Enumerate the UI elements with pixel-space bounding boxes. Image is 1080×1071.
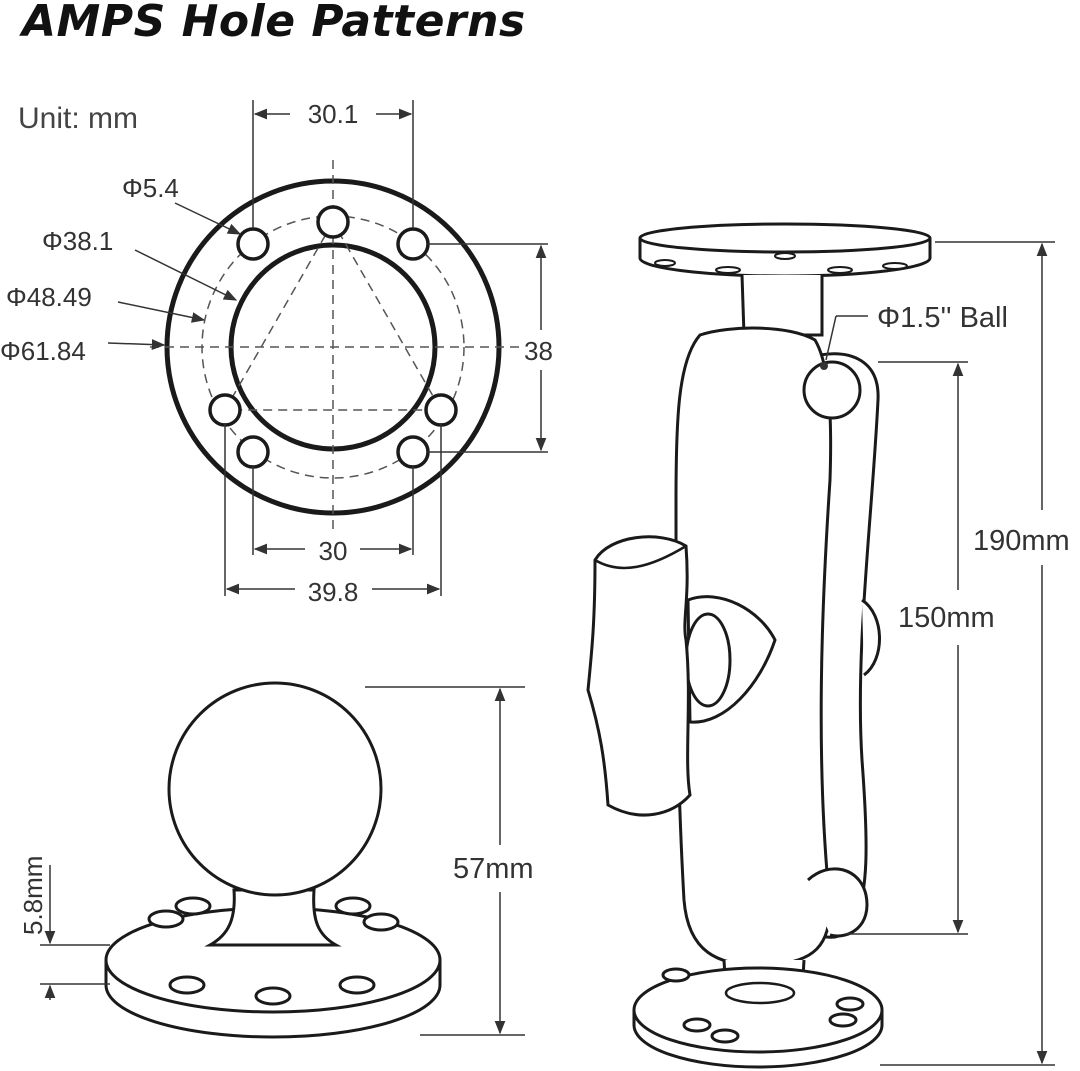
hole [236,227,270,261]
dim-base-height: 57mm [453,853,534,885]
plate-hole [174,896,212,916]
top-plate [638,222,932,254]
plate-hole [362,912,400,932]
knob-handle [586,535,692,817]
hole [396,435,430,469]
plate-hole [828,1012,858,1028]
dim-plate-thickness: 5.8mm [18,856,48,935]
dim-bottom-outer: 39.8 [308,577,359,607]
hole-pattern-drawing: 30.1 38 30 39.8 Φ5.4 Φ38.1 Φ48.49 Φ61.84 [0,99,553,607]
plate-hole [334,896,372,916]
ball [167,681,383,897]
plate-hole [682,1017,712,1033]
dim-arm-length: 150mm [898,602,995,634]
arm-bulge [861,598,881,677]
ball-base-drawing: 57mm 5.8mm [18,681,534,1039]
hole [236,435,270,469]
plate-hole [661,967,691,983]
dim-right-spacing: 38 [524,336,553,366]
dim-hole-diameter: Φ5.4 [122,173,179,203]
ball-size-label: Φ1.5'' Ball [877,302,1008,334]
dim-total-length: 190mm [973,525,1070,557]
plate-hole [835,996,865,1012]
knob-bolt [684,612,732,708]
triangle-guide [223,220,443,411]
dim-bottom-inner: 30 [319,536,348,566]
plate-hole [168,975,206,995]
hole [208,393,242,427]
dim-bolt-circle-diameter: Φ48.49 [6,282,92,312]
plate-hole [254,986,292,1006]
plate-hole [710,1028,740,1044]
unit-label: Unit: mm [18,102,138,135]
top-neck [740,274,824,337]
dim-inner-diameter: Φ38.1 [42,226,113,256]
top-ball [802,360,862,420]
ball-neck [204,888,342,947]
mounting-holes [208,205,458,469]
dim-outer-diameter: Φ61.84 [0,336,86,366]
hole [396,227,430,261]
hole [424,393,458,427]
dim-top-spacing: 30.1 [308,99,359,129]
plate-hole [147,909,185,929]
plate-hole [338,975,376,995]
page-title: AMPS Hole Patterns [22,0,526,47]
mount-assembly-drawing: Φ1.5'' Ball 190mm 150mm [586,222,1070,1069]
hole [316,205,350,239]
